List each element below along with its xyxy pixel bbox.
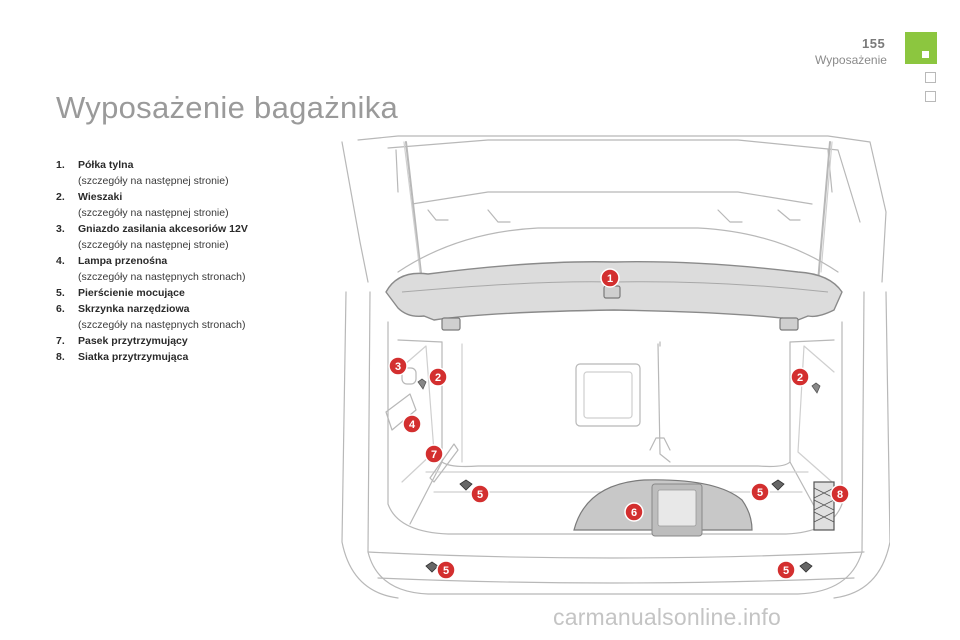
callout-2: 2 xyxy=(790,367,810,387)
list-item: 7. Pasek przytrzymujący xyxy=(56,333,346,349)
item-note: (szczegóły na następnych stronach) xyxy=(78,271,246,283)
svg-text:1: 1 xyxy=(607,273,613,285)
callout-5: 5 xyxy=(470,484,490,504)
item-title: Lampa przenośna xyxy=(78,255,168,267)
svg-text:5: 5 xyxy=(757,487,763,499)
tab-marker-icon xyxy=(922,51,929,58)
item-note: (szczegóły na następnej stronie) xyxy=(78,207,229,219)
watermark: carmanualsonline.info xyxy=(553,604,781,630)
callout-8: 8 xyxy=(830,484,850,504)
svg-text:5: 5 xyxy=(783,565,789,577)
svg-text:5: 5 xyxy=(477,489,483,501)
svg-text:5: 5 xyxy=(443,565,449,577)
svg-text:7: 7 xyxy=(431,449,437,461)
item-number: 8. xyxy=(56,351,65,363)
section-tab[interactable] xyxy=(925,91,936,102)
svg-text:8: 8 xyxy=(837,489,843,501)
item-number: 1. xyxy=(56,159,65,171)
equipment-list: 1. Półka tylna (szczegóły na następnej str… xyxy=(56,157,346,365)
svg-text:2: 2 xyxy=(435,372,441,384)
list-item: 1. Półka tylna (szczegóły na następnej str… xyxy=(56,157,346,189)
section-tab[interactable] xyxy=(925,72,936,83)
callout-1: 1 xyxy=(600,268,620,288)
callout-2: 2 xyxy=(428,367,448,387)
section-tab-active[interactable] xyxy=(905,32,937,64)
item-number: 2. xyxy=(56,191,65,203)
item-title: Siatka przytrzymująca xyxy=(78,351,189,363)
item-number: 4. xyxy=(56,255,65,267)
item-title: Wieszaki xyxy=(78,191,123,203)
callout-5: 5 xyxy=(750,482,770,502)
svg-text:4: 4 xyxy=(409,419,416,431)
item-note: (szczegóły na następnej stronie) xyxy=(78,239,229,251)
callout-5: 5 xyxy=(436,560,456,580)
callout-4: 4 xyxy=(402,414,422,434)
item-title: Skrzynka narzędziowa xyxy=(78,303,190,315)
item-number: 7. xyxy=(56,335,65,347)
callout-7: 7 xyxy=(424,444,444,464)
callout-3: 3 xyxy=(388,356,408,376)
page-title: Wyposażenie bagażnika xyxy=(56,90,399,125)
callout-5: 5 xyxy=(776,560,796,580)
item-number: 6. xyxy=(56,303,65,315)
item-title: Gniazdo zasilania akcesoriów 12V xyxy=(78,223,248,235)
item-title: Pierścienie mocujące xyxy=(78,287,185,299)
callout-6: 6 xyxy=(624,502,644,522)
svg-text:2: 2 xyxy=(797,372,803,384)
list-item: 3. Gniazdo zasilania akcesoriów 12V (szcze… xyxy=(56,221,346,253)
trunk-illustration: 1 2 2 3 4 5 5 5 5 6 7 8 xyxy=(341,135,890,599)
item-title: Półka tylna xyxy=(78,159,134,171)
item-note: (szczegóły na następnych stronach) xyxy=(78,319,246,331)
list-item: 6. Skrzynka narzędziowa (szczegóły na nast… xyxy=(56,301,346,333)
svg-text:3: 3 xyxy=(395,361,401,373)
item-number: 5. xyxy=(56,287,65,299)
list-item: 8. Siatka przytrzymująca xyxy=(56,349,346,365)
item-title: Pasek przytrzymujący xyxy=(78,335,188,347)
list-item: 2. Wieszaki (szczegóły na następnej stroni… xyxy=(56,189,346,221)
section-label: Wyposażenie xyxy=(815,53,887,67)
svg-text:6: 6 xyxy=(631,507,637,519)
list-item: 4. Lampa przenośna (szczegóły na następnyc… xyxy=(56,253,346,285)
page-number: 155 xyxy=(862,36,886,51)
list-item: 5. Pierścienie mocujące xyxy=(56,285,346,301)
item-number: 3. xyxy=(56,223,65,235)
item-note: (szczegóły na następnej stronie) xyxy=(78,175,229,187)
callout-markers: 1 2 2 3 4 5 5 5 5 6 7 8 xyxy=(388,268,850,580)
